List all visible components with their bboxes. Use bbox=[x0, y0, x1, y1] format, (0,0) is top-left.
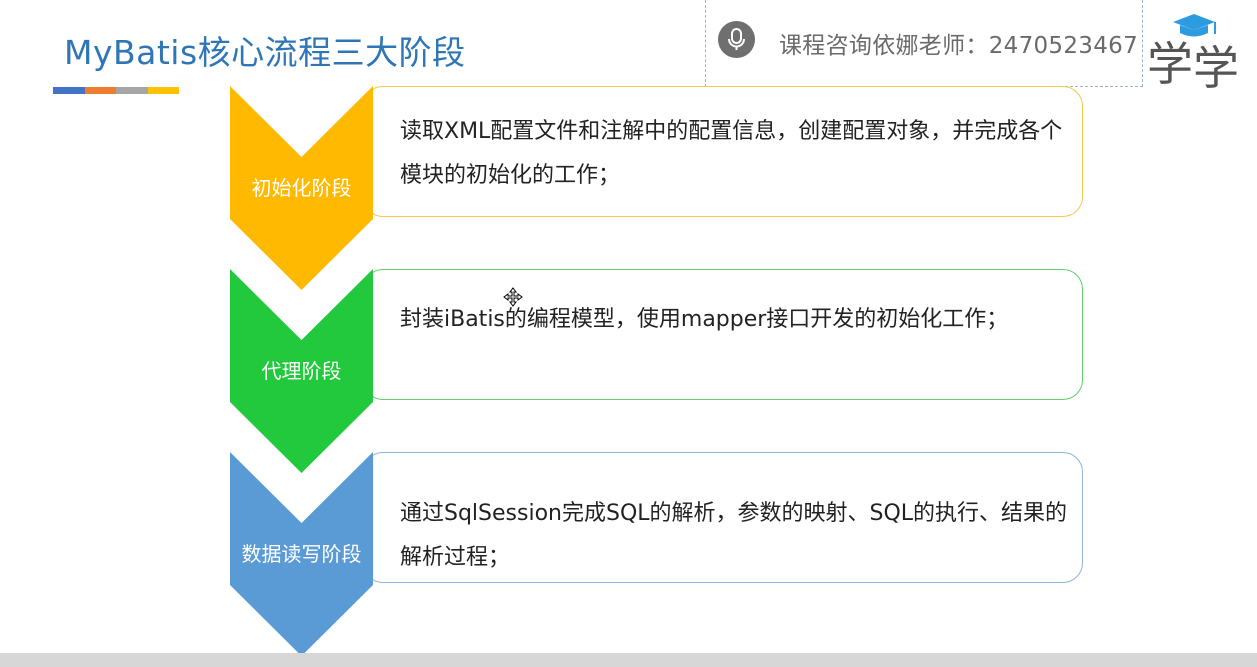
stage-label-proxy: 代理阶段 bbox=[261, 359, 342, 383]
svg-text:学: 学 bbox=[1193, 41, 1239, 92]
title-underline bbox=[53, 87, 179, 94]
move-cursor-icon bbox=[503, 287, 523, 307]
stage-label-data: 数据读写阶段 bbox=[241, 542, 362, 566]
stage-chevron-data: 数据读写阶段 bbox=[230, 452, 373, 659]
underline-segment-yellow bbox=[147, 87, 179, 94]
bottom-bar bbox=[0, 653, 1257, 667]
underline-segment-orange bbox=[84, 87, 116, 94]
underline-segment-blue bbox=[53, 87, 85, 94]
graduation-cap-icon: 学 学 bbox=[1147, 14, 1239, 95]
page-title: MyBatis核心流程三大阶段 bbox=[64, 33, 466, 72]
stage-text-data: 通过SqlSession完成SQL的解析，参数的映射、SQL的执行、结果的解析过… bbox=[400, 501, 1068, 570]
stage-text-init: 读取XML配置文件和注解中的配置信息，创建配置对象，并完成各个模块的初始化的工作… bbox=[400, 119, 1063, 188]
consult-text: 课程咨询依娜老师：2470523467 bbox=[779, 33, 1139, 59]
stage-text-proxy: 封装iBatis的编程模型，使用mapper接口开发的初始化工作； bbox=[400, 307, 1009, 332]
svg-text:学: 学 bbox=[1147, 37, 1193, 91]
logo: 学 学 bbox=[1145, 10, 1247, 95]
stage-label-init: 初始化阶段 bbox=[251, 176, 352, 200]
stage-chevron-proxy: 代理阶段 bbox=[230, 269, 373, 476]
microphone-icon[interactable] bbox=[718, 21, 755, 58]
stage-chevron-init: 初始化阶段 bbox=[230, 86, 373, 293]
underline-segment-gray bbox=[116, 87, 148, 94]
stage-panel-init bbox=[363, 86, 1083, 217]
stage-panel-proxy bbox=[363, 269, 1083, 400]
stage-panel-data bbox=[363, 452, 1083, 583]
